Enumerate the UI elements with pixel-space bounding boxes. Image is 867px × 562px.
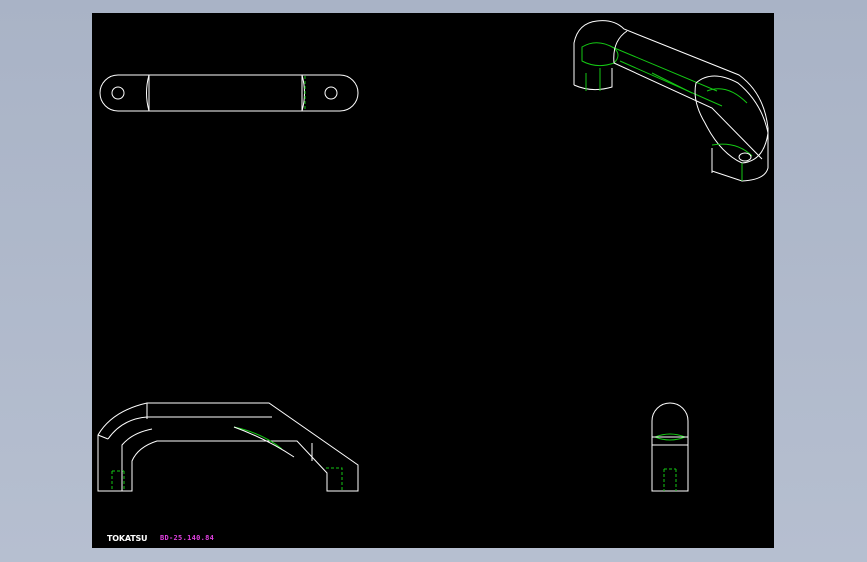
side-view [651, 402, 689, 492]
front-view [97, 402, 359, 492]
brand-label: TOKATSU [107, 534, 148, 543]
top-view [99, 74, 359, 112]
cad-drawing [97, 20, 769, 492]
part-code-label: BD-25.140.84 [160, 534, 215, 542]
drawing-canvas: TOKATSU BD-25.140.84 [92, 13, 774, 548]
isometric-view [573, 20, 769, 182]
